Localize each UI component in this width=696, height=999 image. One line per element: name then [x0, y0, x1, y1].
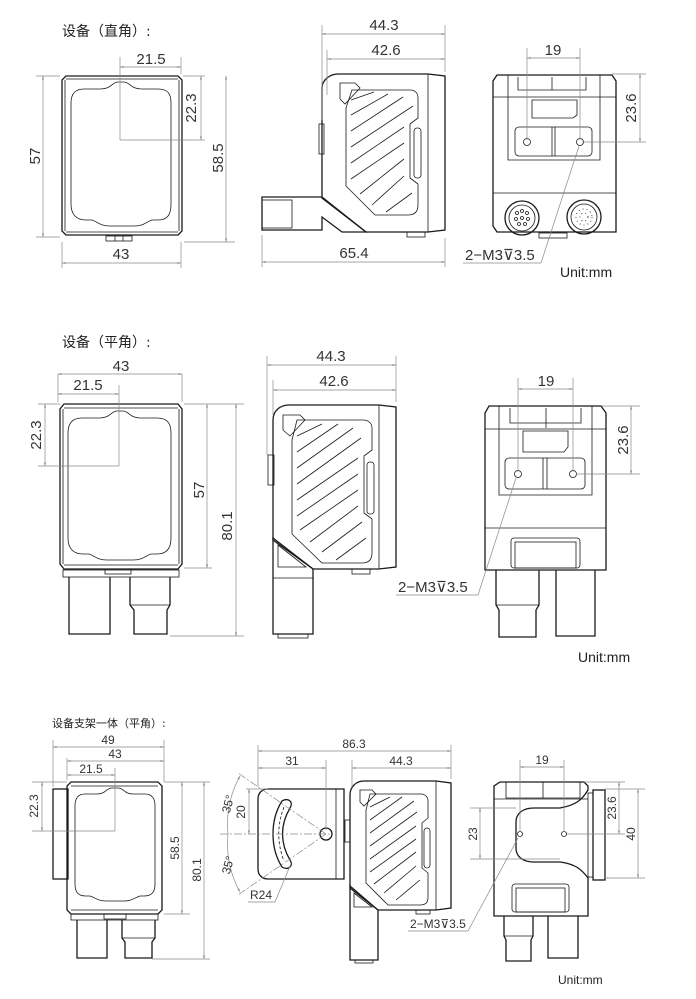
side-body-depth-label: 42.6 — [371, 42, 400, 59]
radius-label: R24 — [250, 888, 272, 902]
side-depth-label: 44.3 — [316, 348, 345, 365]
back-hole-height-label: 23.6 — [615, 425, 632, 454]
side-overall-length-label: 86.3 — [342, 737, 366, 751]
front-width-label: 43 — [113, 246, 130, 263]
front-center-offset-label: 22.3 — [183, 93, 200, 122]
angle-down-label: 35° — [219, 854, 237, 875]
connector-12pin-icon — [566, 199, 602, 235]
unit-label: Unit:mm — [560, 264, 612, 280]
section-flat-angle: 设备（平角）: 43 21.5 22.3 57 — [28, 334, 640, 665]
front-center-offset-label: 22.3 — [27, 794, 41, 818]
side-depth-label: 44.3 — [389, 754, 413, 768]
side-body-depth-label: 42.6 — [319, 373, 348, 390]
front-width-label: 43 — [113, 358, 130, 375]
bracket-offset-label: 31 — [285, 754, 299, 768]
back-hole-spacing-label: 19 — [535, 753, 549, 767]
thread-callout: 2−M3⊽3.5 — [398, 579, 468, 596]
front-height-label: 57 — [191, 482, 208, 499]
back-view: 19 23.6 40 23 2−M3⊽3.5 — [408, 753, 645, 962]
front-view: 49 43 21.5 22.3 58.5 80.1 — [27, 733, 210, 960]
side-view: 44.3 42.6 — [266, 348, 397, 639]
front-overall-height-label: 58.5 — [210, 143, 227, 172]
front-overall-height-label: 80.1 — [219, 511, 236, 540]
connector-8pin-icon — [504, 200, 540, 236]
section-title: 设备（平角）: — [62, 334, 151, 351]
front-center-offset-label: 22.3 — [28, 420, 45, 449]
section-right-angle: 设备（直角）: 21.5 22.3 57 58.5 — [27, 17, 646, 280]
front-half-width-label: 21.5 — [73, 377, 102, 394]
angle-up-label: 35° — [219, 793, 237, 814]
section-title: 设备支架一体（平角）: — [52, 716, 166, 730]
front-view: 21.5 22.3 57 58.5 43 — [27, 51, 235, 268]
front-view: 43 21.5 22.3 57 80.1 — [28, 358, 244, 637]
front-height-label: 57 — [27, 148, 44, 165]
thread-callout: 2−M3⊽3.5 — [410, 917, 466, 931]
side-view: 35° 35° 20 R24 86.3 — [219, 737, 452, 964]
unit-label: Unit:mm — [578, 649, 630, 665]
bracket-hole-height-label: 23 — [466, 827, 480, 841]
front-half-width-label: 21.5 — [79, 762, 103, 776]
section-title: 设备（直角）: — [62, 23, 151, 40]
back-view: 19 23.6 2−M3⊽3.5 — [463, 42, 646, 264]
back-hole-height-label: 23.6 — [605, 796, 619, 820]
thread-callout: 2−M3⊽3.5 — [465, 247, 535, 264]
side-depth-label: 44.3 — [369, 17, 398, 34]
bracket-height-label: 40 — [624, 827, 638, 841]
back-hole-spacing-label: 19 — [545, 42, 562, 59]
back-hole-spacing-label: 19 — [538, 373, 555, 390]
front-height-label: 58.5 — [168, 836, 182, 860]
side-view: 44.3 42.6 65.4 — [261, 17, 446, 267]
bracket: 35° 35° 20 R24 — [219, 772, 345, 903]
back-hole-height-label: 23.6 — [623, 93, 640, 122]
front-overall-height-label: 80.1 — [190, 858, 204, 882]
slot-height-label: 20 — [234, 805, 248, 819]
section-bracket-flat-angle: 设备支架一体（平角）: 49 43 21.5 22 — [27, 716, 645, 987]
front-width-label: 43 — [108, 747, 122, 761]
front-half-width-label: 21.5 — [136, 51, 165, 68]
front-overall-width-label: 49 — [101, 733, 115, 747]
side-overall-length-label: 65.4 — [339, 245, 368, 262]
back-view: 19 23.6 2−M3⊽3.5 — [396, 373, 640, 638]
unit-label: Unit:mm — [558, 973, 603, 987]
